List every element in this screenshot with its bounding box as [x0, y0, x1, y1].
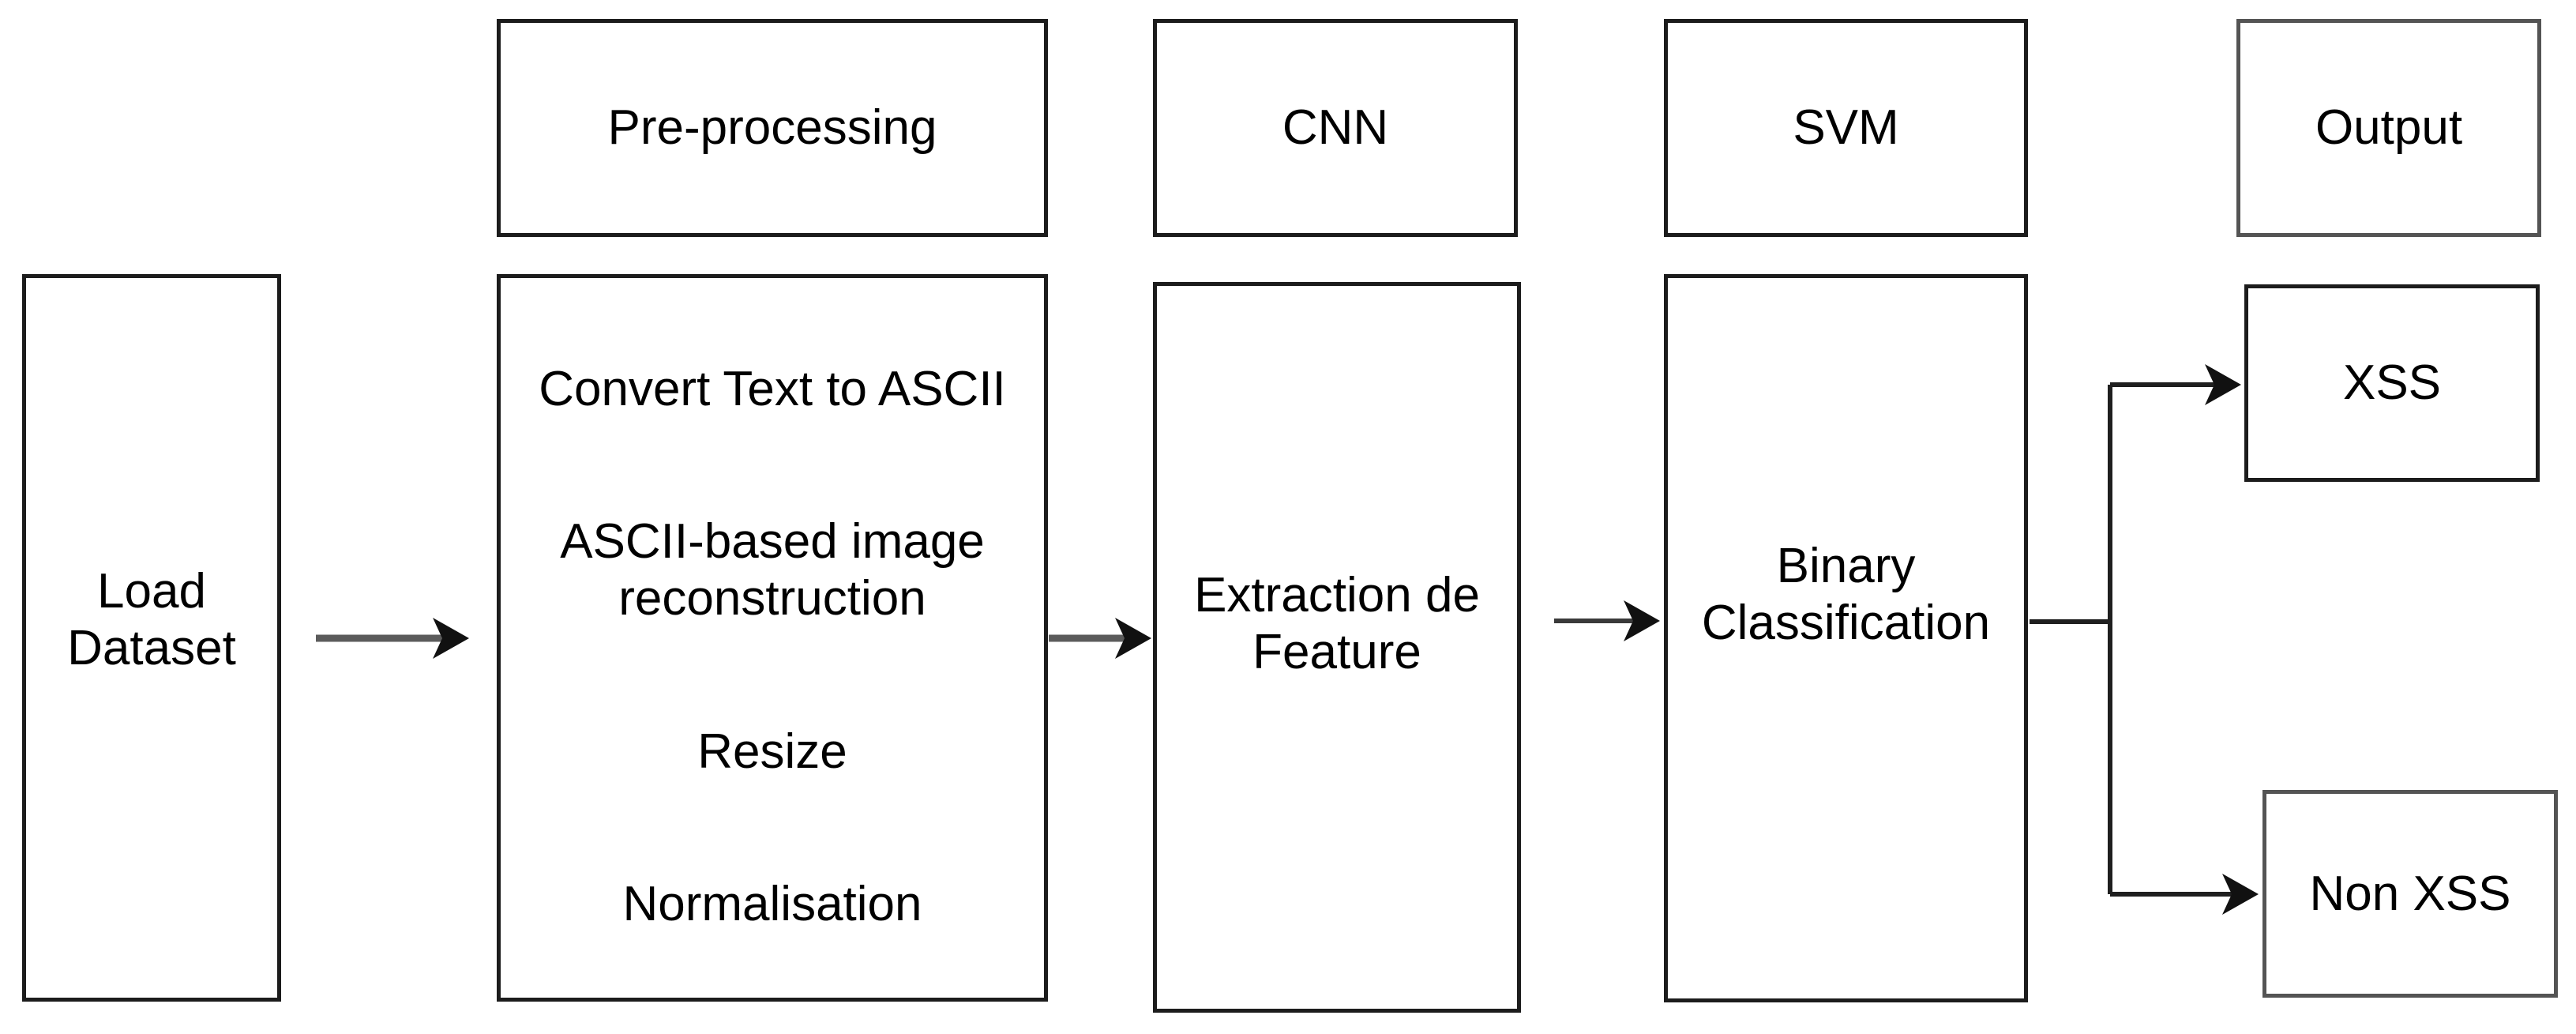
node-output-header: Output [2236, 19, 2541, 237]
arrowhead-right-icon [433, 618, 469, 659]
node-label: Load Dataset [67, 564, 236, 675]
node-preprocessing-steps: Convert Text to ASCII ASCII-based image … [497, 274, 1048, 1002]
preprocessing-step: Normalisation [622, 877, 922, 932]
arrow-preprocessing-to-cnn [1049, 618, 1151, 659]
node-svm-header: SVM [1664, 19, 2028, 237]
preprocessing-step: Convert Text to ASCII [539, 362, 1006, 416]
node-output-xss: XSS [2244, 284, 2540, 482]
arrow-branch-to-non-xss [2110, 874, 2259, 915]
node-label: XSS [2342, 355, 2442, 411]
arrow-branch-to-xss [2110, 364, 2241, 405]
svm-output-branch [2030, 364, 2259, 915]
node-cnn-content: Extraction de Feature [1153, 282, 1521, 1013]
node-label: CNN [1282, 100, 1389, 156]
node-label: Extraction de Feature [1194, 567, 1480, 679]
node-svm-content: Binary Classification [1664, 274, 2028, 1002]
node-load-dataset: Load Dataset [22, 274, 281, 1002]
arrowhead-right-icon [2205, 364, 2241, 405]
arrowhead-right-icon [2222, 874, 2259, 915]
node-label: Non XSS [2309, 866, 2511, 921]
preprocessing-step: ASCII-based image reconstruction [560, 514, 985, 626]
node-label: SVM [1793, 100, 1899, 156]
arrow-cnn-to-svm [1554, 600, 1660, 641]
node-label: Pre-processing [607, 100, 937, 156]
node-preprocessing-header: Pre-processing [497, 19, 1048, 237]
node-output-non-xss: Non XSS [2262, 790, 2558, 998]
arrow-load-to-preprocessing [316, 618, 469, 659]
node-cnn-header: CNN [1153, 19, 1518, 237]
node-label: Binary Classification [1701, 539, 1991, 650]
node-label: Output [2315, 100, 2463, 156]
arrowhead-right-icon [1115, 618, 1151, 659]
arrowhead-right-icon [1624, 600, 1660, 641]
preprocessing-step: Resize [697, 724, 847, 779]
